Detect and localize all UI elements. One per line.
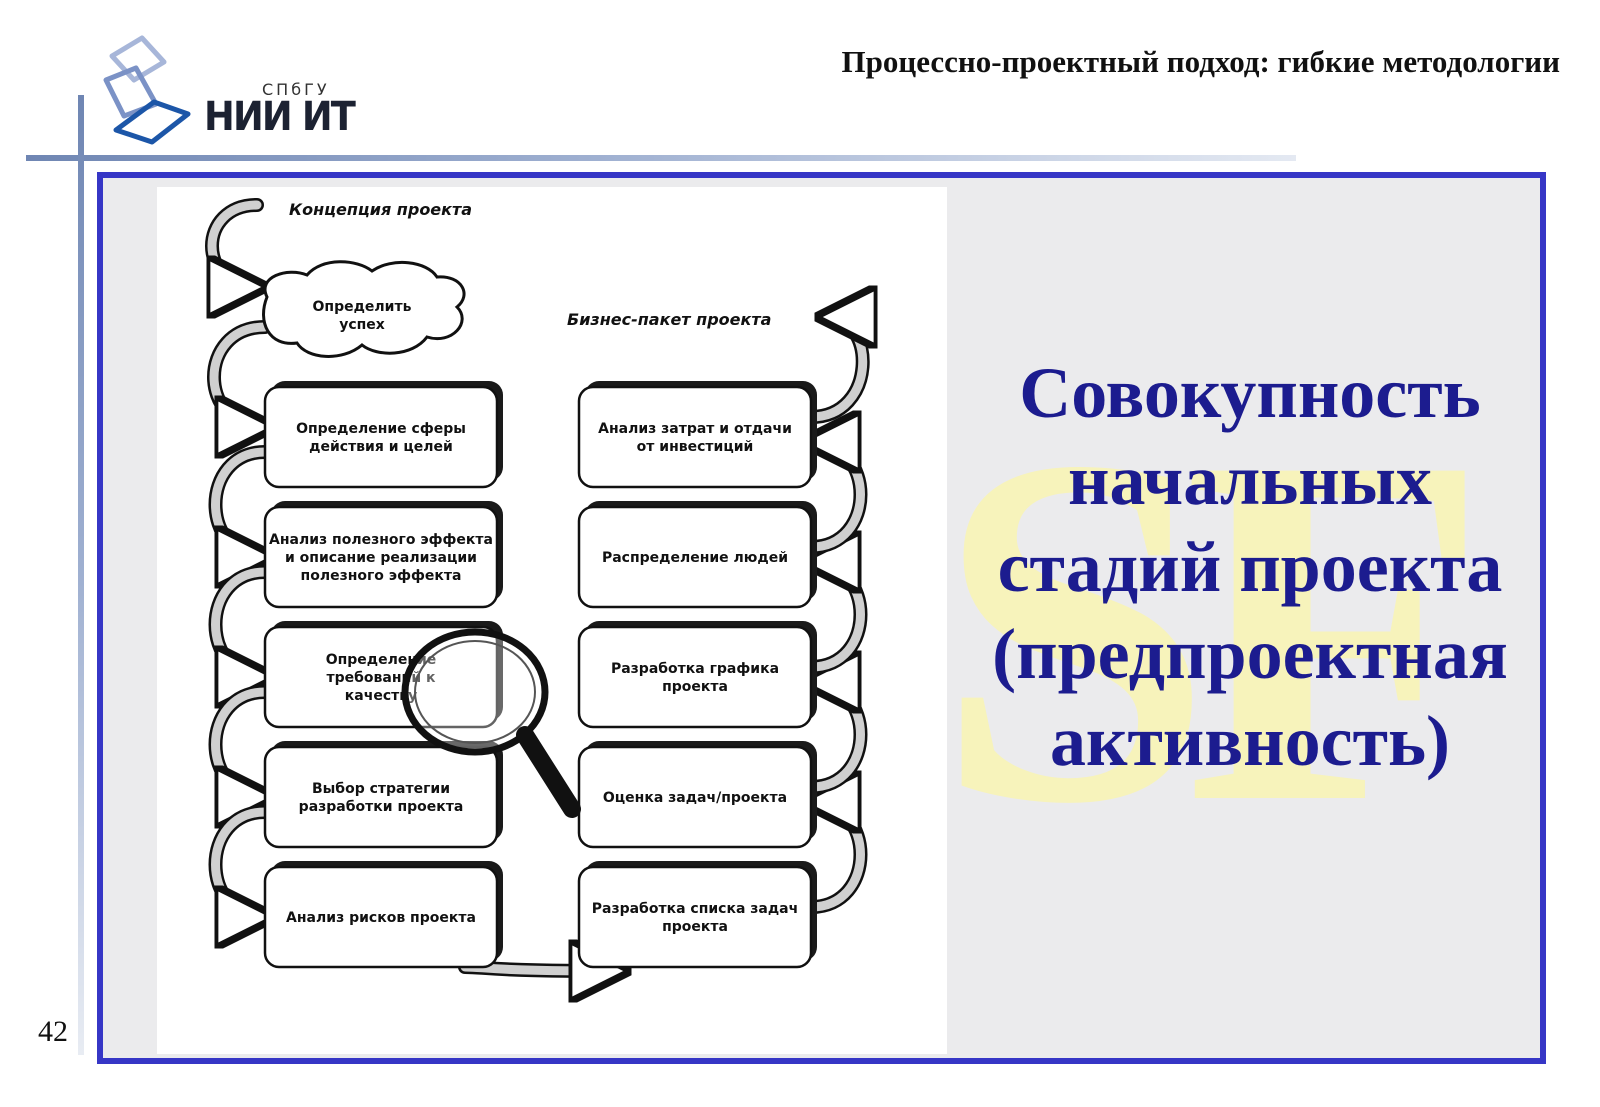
right-step-4-label-1: Оценка задач/проекта	[603, 790, 787, 806]
right-step-3-label-1: Разработка графика	[611, 661, 779, 677]
left-step-1-label-1: Определение сферы	[296, 421, 466, 437]
left-step-4: Выбор стратегии разработки проекта	[265, 741, 503, 847]
right-step-1: Анализ затрат и отдачи от инвестиций	[579, 381, 817, 487]
success-cloud: Определить успех	[264, 262, 465, 357]
left-step-2-label-1: Анализ полезного эффекта	[269, 532, 493, 548]
statement-line-1: Совокупность	[960, 350, 1540, 437]
logo-title: НИИ ИТ	[204, 94, 354, 140]
right-step-5-label-1: Разработка списка задач	[592, 901, 799, 917]
page-number: 42	[38, 1015, 68, 1049]
right-step-1-label-2: от инвестиций	[637, 439, 754, 455]
left-step-1: Определение сферы действия и целей	[265, 381, 503, 487]
statement-line-5: активность)	[960, 698, 1540, 785]
right-step-4: Оценка задач/проекта	[579, 741, 817, 847]
right-step-5-label-2: проекта	[662, 919, 728, 935]
right-heading: Бизнес-пакет проекта	[567, 310, 771, 329]
arrow-cloud-to-step-1	[214, 327, 265, 427]
right-step-1-label-1: Анализ затрат и отдачи	[598, 421, 792, 437]
arrow-right-2	[811, 562, 861, 667]
right-step-2: Распределение людей	[579, 501, 817, 607]
arrow-right-3	[811, 682, 861, 787]
success-cloud-label-1: Определить	[313, 299, 412, 315]
success-cloud-label-2: успех	[339, 317, 385, 333]
arrow-left-4	[216, 812, 266, 917]
arrow-right-4	[811, 802, 861, 907]
header-divider-line	[26, 155, 1296, 161]
statement-line-4: (предпроектная	[960, 611, 1540, 698]
main-statement: Совокупность начальных стадий проекта (п…	[960, 350, 1540, 785]
left-step-5-label-1: Анализ рисков проекта	[286, 910, 476, 926]
left-step-4-label-1: Выбор стратегии	[312, 781, 450, 797]
left-step-4-label-2: разработки проекта	[299, 799, 464, 815]
statement-line-2: начальных	[960, 437, 1540, 524]
left-step-2-label-2: и описание реализации	[285, 550, 477, 566]
arrow-left-3	[216, 692, 266, 797]
left-step-5: Анализ рисков проекта	[265, 861, 503, 967]
left-step-2: Анализ полезного эффекта и описание реали…	[265, 501, 503, 607]
left-step-2-label-3: полезного эффекта	[301, 568, 462, 584]
arrow-left-2	[216, 572, 266, 677]
arrow-right-1	[811, 442, 861, 547]
logo-icon	[98, 18, 198, 148]
right-step-2-label-1: Распределение людей	[602, 550, 788, 566]
vertical-accent-line	[78, 95, 84, 1055]
right-step-3: Разработка графика проекта	[579, 621, 817, 727]
left-step-1-label-2: действия и целей	[309, 439, 453, 455]
slide-title: Процессно-проектный подход: гибкие метод…	[640, 44, 1560, 80]
arrow-left-1	[216, 452, 266, 557]
right-step-3-label-2: проекта	[662, 679, 728, 695]
right-step-5: Разработка списка задач проекта	[579, 861, 817, 967]
statement-line-3: стадий проекта	[960, 524, 1540, 611]
left-heading: Концепция проекта	[289, 200, 472, 219]
